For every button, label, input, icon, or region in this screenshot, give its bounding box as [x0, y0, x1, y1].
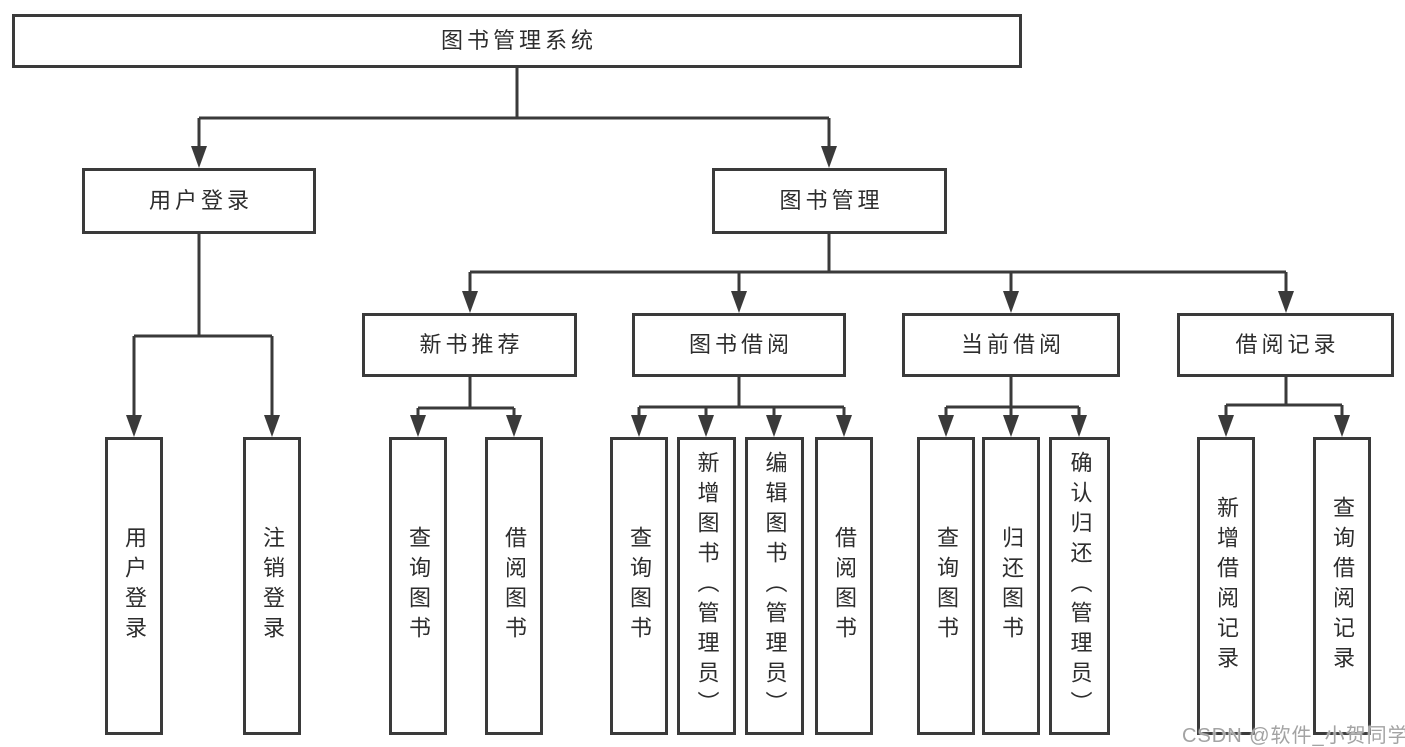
node-label-leaf-confirm-return-admin: 确认归还（管理员） — [1067, 451, 1093, 721]
node-leaf-query-books-rec: 查询图书 — [389, 437, 447, 735]
node-label-root: 图书管理系统 — [440, 28, 597, 53]
arrowhead-icon — [766, 415, 782, 437]
node-leaf-borrow-books-rec: 借阅图书 — [485, 437, 543, 735]
watermark-text: CSDN @软件_小贺同学 — [1182, 725, 1405, 747]
node-label-leaf-user-login: 用户登录 — [122, 526, 147, 646]
arrowhead-icon — [631, 415, 647, 437]
arrowhead-icon — [938, 415, 954, 437]
node-leaf-query-books-current: 查询图书 — [917, 437, 975, 735]
node-label-new-book-rec: 新书推荐 — [419, 332, 524, 357]
arrowhead-icon — [126, 415, 142, 437]
node-user-login-module: 用户登录 — [82, 168, 316, 234]
arrowhead-icon — [462, 291, 478, 313]
edge-1 — [132, 234, 274, 421]
node-leaf-query-borrow-record: 查询借阅记录 — [1313, 437, 1371, 735]
node-label-leaf-return-books: 归还图书 — [999, 526, 1024, 646]
node-label-leaf-logout: 注销登录 — [260, 526, 285, 646]
node-label-leaf-query-borrow-record: 查询借阅记录 — [1330, 496, 1355, 676]
node-borrowing-records: 借阅记录 — [1177, 313, 1394, 377]
node-book-borrowing: 图书借阅 — [632, 313, 846, 377]
edge-4 — [637, 377, 846, 421]
node-label-leaf-query-books-borrow: 查询图书 — [627, 526, 652, 646]
arrowhead-icon — [836, 415, 852, 437]
edge-2 — [468, 234, 1288, 297]
node-new-book-rec: 新书推荐 — [362, 313, 577, 377]
node-label-leaf-add-borrow-record: 新增借阅记录 — [1214, 496, 1239, 676]
arrowhead-icon — [1334, 415, 1350, 437]
edge-6 — [1224, 377, 1344, 421]
arrowhead-icon — [1218, 415, 1234, 437]
arrowhead-icon — [506, 415, 522, 437]
arrowhead-icon — [731, 291, 747, 313]
node-label-leaf-borrow-books-borrow: 借阅图书 — [832, 526, 857, 646]
arrowhead-icon — [1003, 291, 1019, 313]
node-book-mgmt-module: 图书管理 — [712, 168, 947, 234]
node-label-leaf-query-books-current: 查询图书 — [934, 526, 959, 646]
node-root: 图书管理系统 — [12, 14, 1022, 68]
arrowhead-icon — [410, 415, 426, 437]
node-leaf-user-login: 用户登录 — [105, 437, 163, 735]
node-leaf-logout: 注销登录 — [243, 437, 301, 735]
node-leaf-add-borrow-record: 新增借阅记录 — [1197, 437, 1255, 735]
node-label-borrowing-records: 借阅记录 — [1235, 332, 1340, 357]
arrowhead-icon — [264, 415, 280, 437]
node-leaf-query-books-borrow: 查询图书 — [610, 437, 668, 735]
edge-0 — [197, 68, 831, 152]
node-label-current-borrowing: 当前借阅 — [960, 332, 1065, 357]
node-label-book-mgmt-module: 图书管理 — [779, 188, 884, 213]
node-label-leaf-query-books-rec: 查询图书 — [406, 526, 431, 646]
node-leaf-add-books-admin: 新增图书（管理员） — [677, 437, 736, 735]
edge-5 — [944, 377, 1081, 421]
node-leaf-confirm-return-admin: 确认归还（管理员） — [1049, 437, 1110, 735]
node-label-leaf-add-books-admin: 新增图书（管理员） — [694, 451, 720, 721]
edge-3 — [416, 377, 516, 421]
arrowhead-icon — [1071, 415, 1087, 437]
arrowhead-icon — [698, 415, 714, 437]
arrowhead-icon — [191, 146, 207, 168]
arrowhead-icon — [1278, 291, 1294, 313]
node-leaf-borrow-books-borrow: 借阅图书 — [815, 437, 873, 735]
node-leaf-return-books: 归还图书 — [982, 437, 1040, 735]
node-label-book-borrowing: 图书借阅 — [688, 332, 793, 357]
node-label-user-login-module: 用户登录 — [148, 188, 253, 213]
node-label-leaf-borrow-books-rec: 借阅图书 — [502, 526, 527, 646]
arrowhead-icon — [821, 146, 837, 168]
node-leaf-edit-books-admin: 编辑图书（管理员） — [745, 437, 804, 735]
arrowhead-icon — [1003, 415, 1019, 437]
node-current-borrowing: 当前借阅 — [902, 313, 1120, 377]
node-label-leaf-edit-books-admin: 编辑图书（管理员） — [762, 451, 788, 721]
